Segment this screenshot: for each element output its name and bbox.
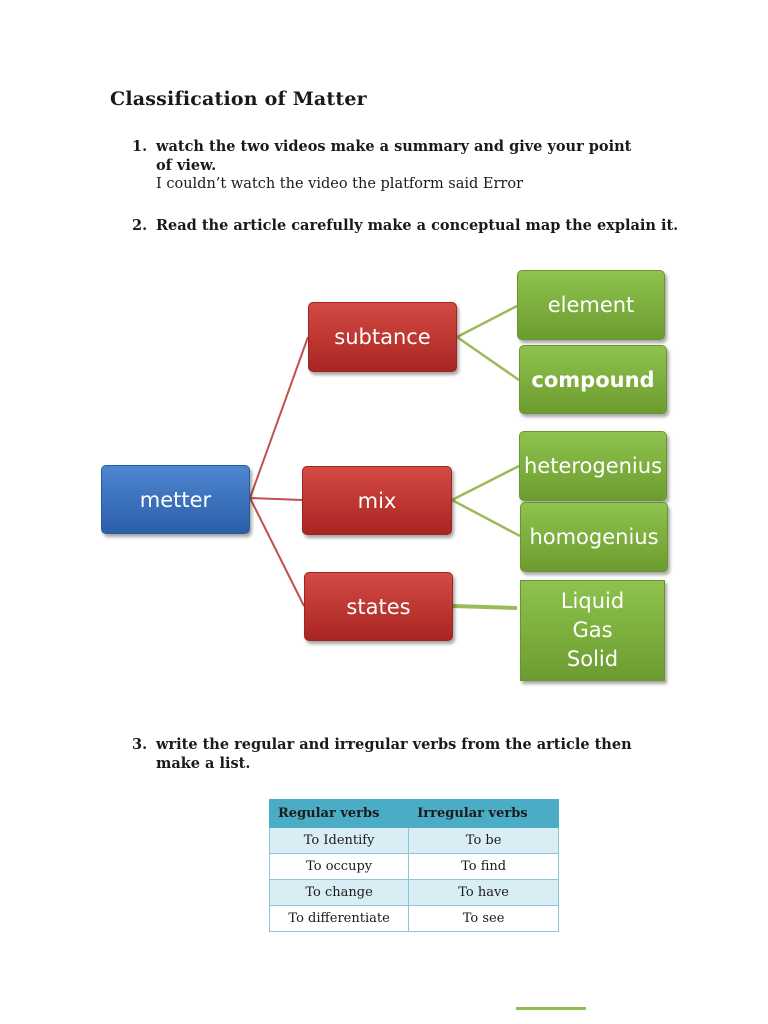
node-root: metter bbox=[101, 465, 250, 534]
table-cell: To differentiate bbox=[268, 905, 410, 932]
table-row: To differentiate To see bbox=[268, 905, 559, 932]
table-cell: To Identify bbox=[268, 827, 410, 854]
question-2: 2. Read the article carefully make a con… bbox=[132, 216, 692, 235]
state-gas: Gas bbox=[572, 618, 613, 642]
question-1: 1. watch the two videos make a summary a… bbox=[132, 137, 652, 194]
page-title: Classification of Matter bbox=[110, 88, 367, 110]
table-row: To occupy To find bbox=[268, 853, 559, 880]
connector-subtance-compound bbox=[456, 335, 520, 382]
node-subtance: subtance bbox=[308, 302, 457, 372]
state-liquid: Liquid bbox=[560, 589, 625, 613]
question-prompt: watch the two videos make a summary and … bbox=[156, 138, 632, 174]
question-prompt: write the regular and irregular verbs fr… bbox=[156, 736, 632, 772]
state-solid: Solid bbox=[566, 647, 619, 671]
connector-root-states bbox=[249, 497, 305, 607]
node-states-list: Liquid Gas Solid bbox=[520, 580, 665, 681]
table-cell: To find bbox=[408, 853, 559, 880]
node-element: element bbox=[517, 270, 665, 340]
node-mix: mix bbox=[302, 466, 452, 535]
connector-mix-homogenius bbox=[451, 498, 521, 538]
node-homogenius: homogenius bbox=[520, 502, 668, 572]
table-row: To change To have bbox=[268, 879, 559, 906]
node-compound: compound bbox=[519, 345, 667, 414]
question-3: 3. write the regular and irregular verbs… bbox=[132, 735, 672, 773]
table-cell: To have bbox=[408, 879, 559, 906]
table-cell: To be bbox=[408, 827, 559, 854]
table-row: To Identify To be bbox=[268, 827, 559, 854]
question-number: 1. bbox=[132, 138, 148, 155]
question-answer: I couldn’t watch the video the platform … bbox=[156, 176, 524, 192]
table-cell: To change bbox=[268, 879, 410, 906]
question-number: 2. bbox=[132, 217, 148, 234]
verbs-table: Regular verbs Irregular verbs To Identif… bbox=[268, 799, 559, 932]
node-heterogenius: heterogenius bbox=[519, 431, 667, 501]
connector-root-mix bbox=[249, 497, 303, 501]
table-cell: To occupy bbox=[268, 853, 410, 880]
connector-root-subtance bbox=[249, 336, 309, 499]
header-regular-verbs: Regular verbs bbox=[268, 799, 410, 828]
connector-subtance-element bbox=[456, 304, 518, 339]
node-states: states bbox=[304, 572, 453, 641]
question-number: 3. bbox=[132, 736, 148, 753]
table-header-row: Regular verbs Irregular verbs bbox=[268, 799, 559, 828]
header-irregular-verbs: Irregular verbs bbox=[408, 799, 559, 828]
connector-states-list bbox=[452, 604, 518, 610]
decorative-line bbox=[516, 1007, 586, 1010]
table-cell: To see bbox=[408, 905, 559, 932]
question-prompt: Read the article carefully make a concep… bbox=[156, 217, 679, 234]
connector-mix-heterogenius bbox=[451, 464, 520, 502]
